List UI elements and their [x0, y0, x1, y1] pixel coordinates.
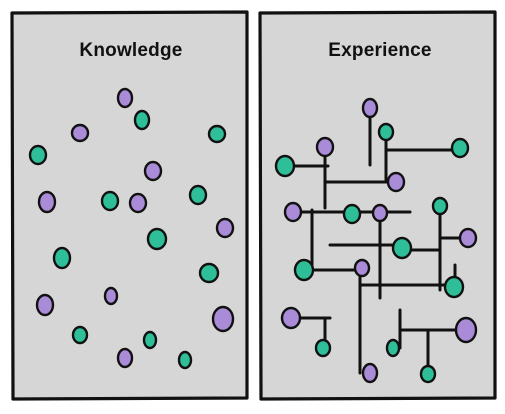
- experience-dot: [283, 201, 303, 223]
- experience-dots: [274, 97, 478, 384]
- knowledge-dot: [133, 109, 151, 131]
- knowledge-dot: [211, 305, 235, 333]
- experience-dot: [458, 227, 478, 249]
- knowledge-dot: [177, 350, 193, 370]
- knowledge-dot: [146, 227, 168, 251]
- experience-dot: [431, 196, 449, 216]
- knowledge-dot: [35, 293, 55, 317]
- experience-dot: [361, 362, 379, 384]
- knowledge-dot: [103, 286, 119, 306]
- experience-dot: [293, 258, 315, 282]
- experience-dot: [443, 275, 465, 299]
- experience-dot: [274, 154, 296, 178]
- experience-dot: [386, 171, 406, 193]
- experience-dot: [353, 258, 371, 278]
- knowledge-dot: [128, 192, 148, 214]
- knowledge-title: Knowledge: [79, 40, 182, 61]
- experience-dot: [419, 364, 437, 384]
- experience-dot: [391, 236, 413, 260]
- experience-connections: [283, 108, 470, 375]
- knowledge-dot: [28, 144, 48, 166]
- experience-dot: [280, 306, 302, 330]
- experience-dot: [454, 316, 478, 344]
- experience-dot: [342, 203, 362, 225]
- knowledge-dot: [100, 190, 120, 212]
- knowledge-dot: [116, 87, 134, 109]
- experience-panel: Experience: [258, 10, 497, 401]
- knowledge-dot: [116, 347, 134, 369]
- knowledge-dot: [143, 160, 163, 182]
- knowledge-dot: [207, 124, 227, 144]
- knowledge-dot: [142, 330, 158, 350]
- knowledge-dot: [52, 246, 72, 270]
- experience-dot: [371, 203, 389, 223]
- experience-title: Experience: [328, 40, 431, 61]
- knowledge-dot: [37, 190, 57, 214]
- knowledge-dot: [215, 217, 235, 239]
- knowledge-dot: [71, 325, 89, 345]
- knowledge-dot: [188, 184, 208, 206]
- experience-dot: [377, 122, 395, 142]
- experience-dot: [361, 97, 379, 119]
- knowledge-dot: [198, 262, 220, 284]
- knowledge-dot: [70, 123, 90, 143]
- experience-dot: [314, 338, 332, 358]
- experience-dot: [450, 137, 470, 159]
- knowledge-dots: [28, 87, 235, 370]
- experience-dot: [385, 338, 401, 358]
- knowledge-panel: Knowledge: [10, 10, 249, 401]
- experience-dot: [315, 136, 335, 158]
